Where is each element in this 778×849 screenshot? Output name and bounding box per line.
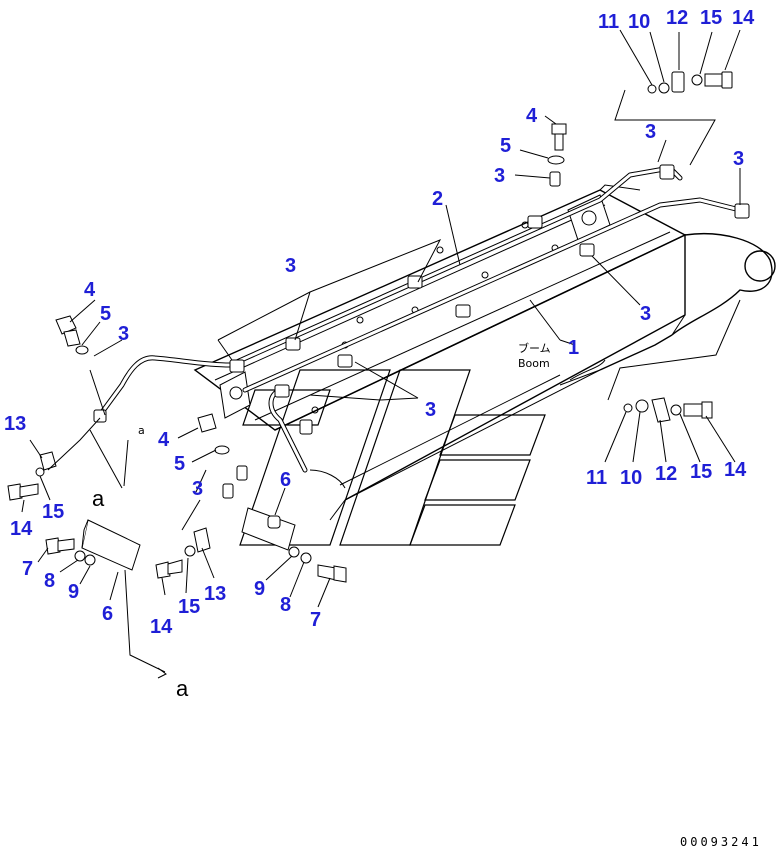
reference-a-upper: a: [92, 486, 105, 511]
document-number: 00093241: [680, 835, 762, 849]
callout-9-left: 9: [68, 581, 79, 603]
callout-3-center-left: 3: [192, 478, 203, 500]
callout-4-center: 4: [158, 429, 170, 451]
callout-3-right: 3: [640, 303, 651, 325]
boom-label-en: Boom: [518, 357, 550, 370]
callout-3-top-right: 3: [733, 148, 744, 170]
callout-10-right: 10: [620, 467, 642, 489]
hydraulic-pipes: [97, 165, 743, 489]
callout-9-right: 9: [254, 578, 265, 600]
callout-5-center: 5: [174, 453, 185, 475]
boom-label-jp: ブーム: [518, 341, 551, 355]
callout-2: 2: [432, 188, 443, 210]
callout-3-left: 3: [118, 323, 129, 345]
callout-13-center: 13: [204, 583, 226, 605]
callout-3-top-bracket: 3: [645, 121, 656, 143]
callout-14-right: 14: [724, 459, 747, 481]
reference-a-small: a: [138, 424, 145, 437]
callout-numbers: 11 10 12 15 14 3 3 4 5 3 2 3 4 5 3 3 1 3…: [4, 7, 755, 638]
reference-a-lower: a: [176, 676, 189, 701]
callout-12-top: 12: [666, 7, 688, 29]
callout-4-mid: 4: [526, 105, 538, 127]
leader-lines: [21, 29, 741, 679]
callout-14-left: 14: [10, 518, 33, 540]
callout-12-right: 12: [655, 463, 677, 485]
fasteners: [7, 71, 733, 583]
callout-6-left: 6: [102, 603, 113, 625]
callout-7-left: 7: [22, 558, 33, 580]
callout-4-left: 4: [84, 279, 96, 301]
callout-5-mid: 5: [500, 135, 511, 157]
callout-15-top: 15: [700, 7, 722, 29]
callout-15-left: 15: [42, 501, 64, 523]
pipe-clamps: [93, 164, 750, 499]
callout-14-top: 14: [732, 7, 755, 29]
callout-8-left: 8: [44, 570, 55, 592]
callout-5-left: 5: [100, 303, 111, 325]
callout-11-top: 11: [598, 11, 619, 33]
callout-15-center: 15: [178, 596, 200, 618]
callout-1: 1: [568, 337, 579, 359]
callout-7-right: 7: [310, 609, 321, 631]
text-labels: ブーム Boom a a a 00093241: [92, 341, 762, 849]
callout-15-right: 15: [690, 461, 712, 483]
callout-10-top: 10: [628, 11, 650, 33]
callout-13-left: 13: [4, 413, 26, 435]
callout-14-center: 14: [150, 616, 173, 638]
brand-logo-watermark: [239, 369, 546, 546]
callout-6-center: 6: [280, 469, 291, 491]
boom-body: [193, 184, 776, 521]
callout-8-right: 8: [280, 594, 291, 616]
callout-3-mid: 3: [494, 165, 505, 187]
callout-3-long: 3: [285, 255, 296, 277]
callout-11-right: 11: [586, 467, 607, 489]
callout-3-center: 3: [425, 399, 436, 421]
